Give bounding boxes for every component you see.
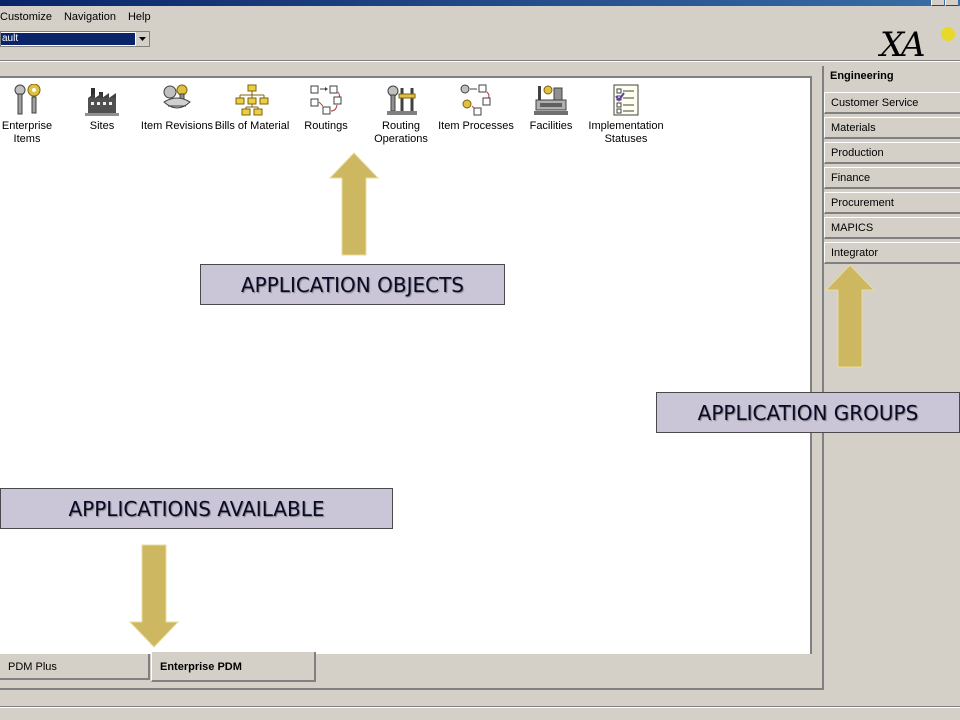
tab-pdm-plus[interactable]: PDM Plus bbox=[0, 654, 150, 680]
application-tabs: PDM Plus Enterprise PDM bbox=[0, 652, 824, 682]
group-procurement[interactable]: Procurement bbox=[824, 192, 960, 214]
object-label: Item Processes bbox=[438, 120, 514, 132]
callout-applications-available: APPLICATIONS AVAILABLE bbox=[0, 488, 393, 529]
group-engineering[interactable]: Engineering bbox=[830, 70, 894, 82]
object-label: Enterprise Items bbox=[1, 120, 53, 145]
svg-text:XA: XA bbox=[878, 25, 924, 62]
object-routings[interactable]: Routings bbox=[288, 84, 364, 133]
object-routing-operations[interactable]: Routing Operations bbox=[363, 84, 439, 146]
group-integrator[interactable]: Integrator bbox=[824, 242, 960, 264]
object-label: Facilities bbox=[529, 120, 573, 132]
xa-logo: XA XA bbox=[877, 22, 960, 65]
menu-help[interactable]: Help bbox=[127, 11, 151, 23]
menu-customize[interactable]: Customize bbox=[0, 11, 52, 23]
object-sites[interactable]: Sites bbox=[64, 84, 140, 133]
callout-application-objects: APPLICATION OBJECTS bbox=[200, 264, 505, 305]
object-item-revisions[interactable]: Item Revisions bbox=[139, 84, 215, 133]
workspace-frame bbox=[0, 66, 824, 690]
close-button[interactable] bbox=[945, 0, 958, 6]
object-label: Routing Operations bbox=[374, 120, 428, 145]
object-facilities[interactable]: Facilities bbox=[513, 84, 589, 133]
object-label: Implementation Statuses bbox=[588, 120, 664, 145]
object-label: Item Revisions bbox=[140, 120, 214, 132]
bom-tree-icon bbox=[235, 84, 269, 116]
menu-navigation[interactable]: Navigation bbox=[63, 11, 116, 23]
routings-icon bbox=[310, 85, 342, 115]
group-production[interactable]: Production bbox=[824, 142, 960, 164]
arrow-up-icon bbox=[328, 152, 380, 256]
restore-button[interactable] bbox=[931, 0, 944, 6]
group-mapics[interactable]: MAPICS bbox=[824, 217, 960, 239]
object-label: Sites bbox=[89, 120, 115, 132]
revisions-icon bbox=[163, 84, 191, 109]
menu-bar: Customize Navigation Help bbox=[0, 8, 157, 26]
title-bar bbox=[0, 0, 960, 6]
objects-pane: Enterprise Items Sites Item Revisions bbox=[0, 76, 812, 654]
checklist-icon bbox=[613, 84, 639, 116]
object-label: Bills of Material bbox=[214, 120, 290, 132]
application-groups-panel: Engineering Customer Service Materials P… bbox=[822, 66, 960, 686]
group-customer-service[interactable]: Customer Service bbox=[824, 92, 960, 114]
arrow-down-icon bbox=[128, 544, 180, 648]
callout-application-groups: APPLICATION GROUPS bbox=[656, 392, 960, 433]
view-selector[interactable]: ault bbox=[0, 31, 150, 47]
arrow-up-icon bbox=[824, 264, 876, 368]
object-item-processes[interactable]: Item Processes bbox=[438, 84, 514, 133]
view-selector-value: ault bbox=[1, 33, 135, 45]
object-label: Routings bbox=[304, 120, 348, 132]
facilities-icon bbox=[534, 85, 568, 115]
status-bar-separator bbox=[0, 706, 960, 708]
factory-icon bbox=[85, 88, 119, 116]
enterprise-items-icon bbox=[14, 84, 41, 115]
group-finance[interactable]: Finance bbox=[824, 167, 960, 189]
routing-operations-icon bbox=[387, 85, 417, 115]
object-implementation-statuses[interactable]: Implementation Statuses bbox=[586, 84, 666, 146]
item-processes-icon bbox=[460, 84, 491, 116]
toolbar-separator bbox=[0, 60, 960, 62]
chevron-down-icon[interactable] bbox=[135, 32, 149, 46]
tab-enterprise-pdm[interactable]: Enterprise PDM bbox=[151, 652, 316, 682]
object-enterprise-items[interactable]: Enterprise Items bbox=[0, 84, 65, 146]
object-bills-of-material[interactable]: Bills of Material bbox=[214, 84, 290, 133]
group-materials[interactable]: Materials bbox=[824, 117, 960, 139]
